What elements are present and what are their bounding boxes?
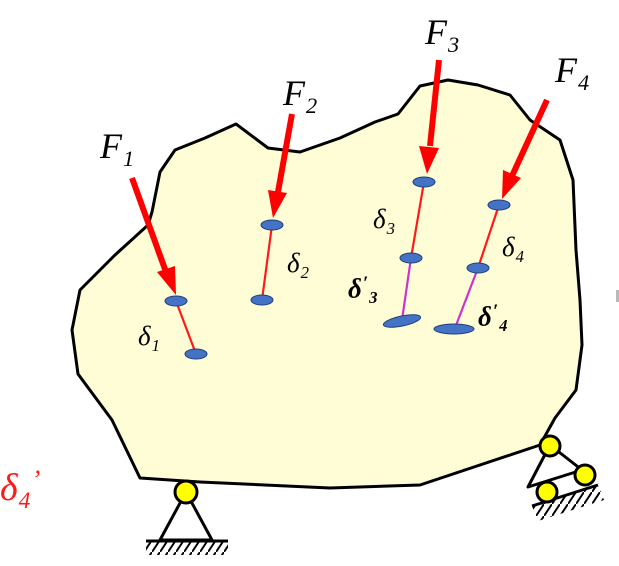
fixed-pin-support	[146, 479, 228, 555]
label-delta2-sub: 2	[300, 262, 309, 282]
roller-support	[526, 434, 604, 521]
label-delta4-prime-red-sub: 4	[18, 488, 31, 515]
label-f3: F3	[425, 14, 459, 56]
node-f3-application	[412, 176, 436, 188]
label-f1: F1	[100, 128, 134, 170]
node-delta3-prime-end	[382, 314, 422, 328]
label-f2: F2	[283, 75, 317, 117]
node-f4-application	[487, 199, 511, 211]
label-delta3: δ3	[373, 206, 395, 238]
right-edge-mark	[616, 290, 619, 302]
label-f4: F4	[555, 52, 589, 94]
label-delta3-prime: δ′3	[348, 273, 378, 308]
label-delta4-prime-red-sup: ’	[31, 464, 41, 494]
delta1-line	[174, 300, 198, 355]
label-delta4-prime-red: δ4’	[0, 466, 40, 514]
force-arrow-f3	[419, 59, 442, 174]
force-arrow-f1	[129, 176, 176, 295]
node-f2-application	[260, 219, 284, 231]
label-delta2: δ2	[287, 250, 309, 282]
force-arrow-f4	[502, 98, 550, 199]
node-delta2-end	[250, 294, 274, 306]
label-f3-main: F	[425, 12, 447, 52]
label-f2-main: F	[283, 73, 305, 113]
label-delta4-prime-main: δ	[478, 301, 492, 332]
node-delta4-prime-end	[433, 323, 475, 335]
label-delta4-prime: δ′4	[478, 301, 508, 336]
label-delta4-prime-sup: ′	[492, 301, 499, 322]
delta4-line	[476, 204, 501, 269]
delta3-prime-line	[400, 257, 413, 321]
label-delta4-sub: 4	[515, 246, 524, 266]
label-f4-sub: 4	[578, 69, 590, 95]
delta2-line	[260, 224, 274, 301]
label-f3-sub: 3	[448, 31, 460, 57]
label-delta3-main: δ	[373, 204, 386, 234]
node-delta3-end	[399, 252, 423, 264]
label-delta4: δ4	[502, 234, 524, 266]
label-delta3-sub: 3	[386, 218, 395, 238]
label-delta2-main: δ	[287, 248, 300, 278]
rigid-body-outline	[70, 78, 584, 490]
label-delta1-main: δ	[138, 321, 151, 351]
force-arrow-f2	[268, 113, 295, 218]
node-f1-application	[164, 295, 188, 307]
label-f1-main: F	[100, 126, 122, 166]
label-f2-sub: 2	[306, 92, 318, 118]
label-delta1: δ1	[138, 323, 160, 355]
label-f4-main: F	[555, 50, 577, 90]
label-delta1-sub: 1	[151, 335, 160, 355]
node-delta1-end	[184, 348, 208, 360]
delta3-line	[409, 181, 426, 259]
delta4-prime-line	[453, 267, 480, 329]
label-delta4-main: δ	[502, 232, 515, 262]
label-delta4-prime-sub: 4	[499, 316, 508, 336]
label-delta3-prime-sup: ′	[362, 273, 369, 294]
label-delta4-prime-red-main: δ	[0, 466, 18, 509]
label-f1-sub: 1	[123, 145, 135, 171]
node-delta4-end	[466, 262, 490, 274]
label-delta3-prime-sub: 3	[369, 288, 378, 308]
label-delta3-prime-main: δ	[348, 273, 362, 304]
